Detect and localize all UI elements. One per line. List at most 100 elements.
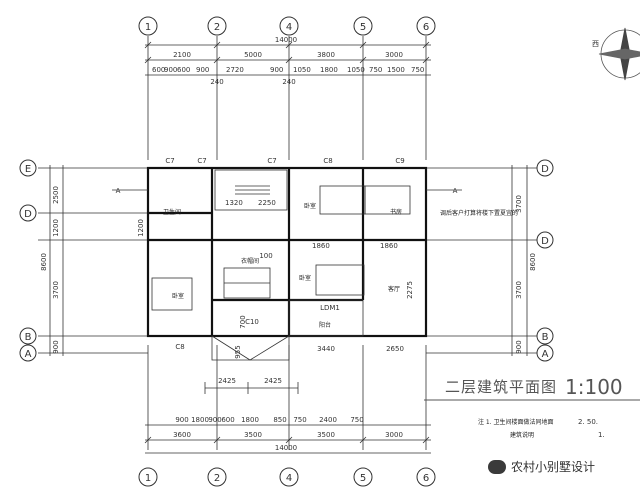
bottom-dim-row1-9: 750: [350, 416, 363, 424]
inner-dim-100: 100: [259, 252, 272, 260]
right-dim-1: 3700: [515, 195, 523, 213]
grid-col-top-2: 2: [214, 22, 220, 33]
bottom-dim-row2-4: 3000: [385, 431, 403, 439]
top-dim-row3-10: 750: [369, 66, 382, 74]
bottom-dim-row1-8: 2400: [319, 416, 337, 424]
room-note: 调后客户打算将楼下置夏宜的: [440, 209, 518, 217]
bottom-dim-row1-3: 900: [208, 416, 221, 424]
top-sub-1: 240: [210, 78, 223, 86]
window-c8-bottom: C8: [175, 343, 184, 351]
inner-dim-955: 955: [234, 345, 242, 358]
right-dim-4: 900: [515, 340, 523, 353]
left-dim-4: 900: [52, 340, 60, 353]
top-dim-row3-2: 900: [164, 66, 177, 74]
grid-col-top-5: 5: [360, 22, 366, 33]
grid-col-bottom-5: 5: [360, 473, 366, 484]
right-dim-3: 3700: [515, 281, 523, 299]
grid-col-bottom-2: 2: [214, 473, 220, 484]
grid-row-right-B: B: [542, 332, 549, 343]
left-dim-total: 8600: [40, 253, 48, 271]
room-study: 书房: [390, 208, 402, 216]
top-dim-row3-12: 750: [411, 66, 424, 74]
wechat-icon: [488, 459, 506, 474]
grid-row-right-A: A: [542, 349, 549, 360]
window-c10: C10: [245, 318, 259, 326]
overall-width-top: 14000: [275, 36, 297, 44]
left-dim-1: 2500: [52, 186, 60, 204]
inner-dim-2650: 2650: [386, 345, 404, 353]
top-dim-row3-1: 600: [152, 66, 165, 74]
room-hall: 客厅: [388, 285, 400, 293]
right-dim-total: 8600: [529, 253, 537, 271]
grid-col-top-6: 6: [423, 22, 429, 33]
room-bed3: 卧室: [299, 274, 311, 282]
top-dim-row3-4: 900: [196, 66, 209, 74]
room-closet: 衣帽间: [241, 257, 259, 265]
inner-dim-1320: 1320: [225, 199, 243, 207]
top-dim-3: 3800: [317, 51, 335, 59]
bottom-dim-row2-1: 3600: [173, 431, 191, 439]
grid-col-bottom-6: 6: [423, 473, 429, 484]
grid-row-right-D2: D: [541, 236, 549, 247]
brand-watermark: 农村小别墅设计: [488, 458, 595, 475]
grid-col-top-4: 4: [286, 22, 292, 33]
brand-text: 农村小别墅设计: [511, 460, 596, 474]
top-dim-row3-9: 1050: [347, 66, 365, 74]
grid-row-left-B: B: [25, 332, 32, 343]
left-dim-2: 1200: [52, 219, 60, 237]
window-c7-1: C7: [165, 157, 174, 165]
bottom-dim-row2-3: 3500: [317, 431, 335, 439]
note-extra: 1.: [598, 431, 605, 439]
top-dim-row3-8: 1800: [320, 66, 338, 74]
section-mark-left: A: [116, 187, 121, 195]
section-mark-right: A: [453, 187, 458, 195]
top-dim-row3-3: 600: [177, 66, 190, 74]
window-c8-top: C8: [323, 157, 332, 165]
note-1: 注 1. 卫生间楼面做法同地面: [478, 418, 554, 426]
top-sub-2: 240: [282, 78, 295, 86]
grid-row-left-A: A: [25, 349, 32, 360]
drawing-scale: 1:100: [565, 375, 623, 399]
inner-dim-2250: 2250: [258, 199, 276, 207]
inner-dim-1860b: 1860: [380, 242, 398, 250]
note-2: 2. 50.: [578, 418, 598, 426]
bottom-dim-row2-2: 3500: [244, 431, 262, 439]
stair-dim-1: 2425: [218, 377, 236, 385]
room-bed2: 卧室: [304, 202, 316, 210]
grid-col-bottom-4: 4: [286, 473, 292, 484]
inner-dim-700: 700: [239, 315, 247, 328]
bottom-dim-row1-1: 900: [175, 416, 188, 424]
window-c7-2: C7: [197, 157, 206, 165]
grid-row-left-E: E: [25, 164, 31, 175]
note-3: 建筑说明: [510, 431, 534, 439]
drawing-title: 二层建筑平面图: [445, 378, 557, 396]
room-bed1: 卧室: [172, 292, 184, 300]
bottom-dim-row1-2: 1800: [191, 416, 209, 424]
inner-dim-1200: 1200: [137, 219, 145, 237]
bottom-dim-row1-4: 600: [221, 416, 234, 424]
top-dim-row3-5: 2720: [226, 66, 244, 74]
inner-dim-1860a: 1860: [312, 242, 330, 250]
stair-dim-2: 2425: [264, 377, 282, 385]
left-dim-3: 3700: [52, 281, 60, 299]
top-dim-4: 3000: [385, 51, 403, 59]
overall-width-bottom: 14000: [275, 444, 297, 452]
room-toilet: 卫生间: [163, 208, 181, 216]
inner-dim-3440: 3440: [317, 345, 335, 353]
grid-col-bottom-1: 1: [145, 473, 151, 484]
door-ldm1: LDM1: [320, 304, 340, 312]
window-c9: C9: [395, 157, 404, 165]
inner-dim-2275: 2275: [406, 281, 414, 299]
room-balcony: 阳台: [319, 321, 331, 329]
grid-col-top-1: 1: [145, 22, 151, 33]
bottom-dim-row1-5: 1800: [241, 416, 259, 424]
grid-row-left-D: D: [24, 209, 32, 220]
top-dim-row3-7: 1050: [293, 66, 311, 74]
top-dim-row3-11: 1500: [387, 66, 405, 74]
top-dim-row3-6: 900: [270, 66, 283, 74]
window-c7-3: C7: [267, 157, 276, 165]
grid-row-right-D1: D: [541, 164, 549, 175]
bottom-dim-row1-7: 750: [293, 416, 306, 424]
